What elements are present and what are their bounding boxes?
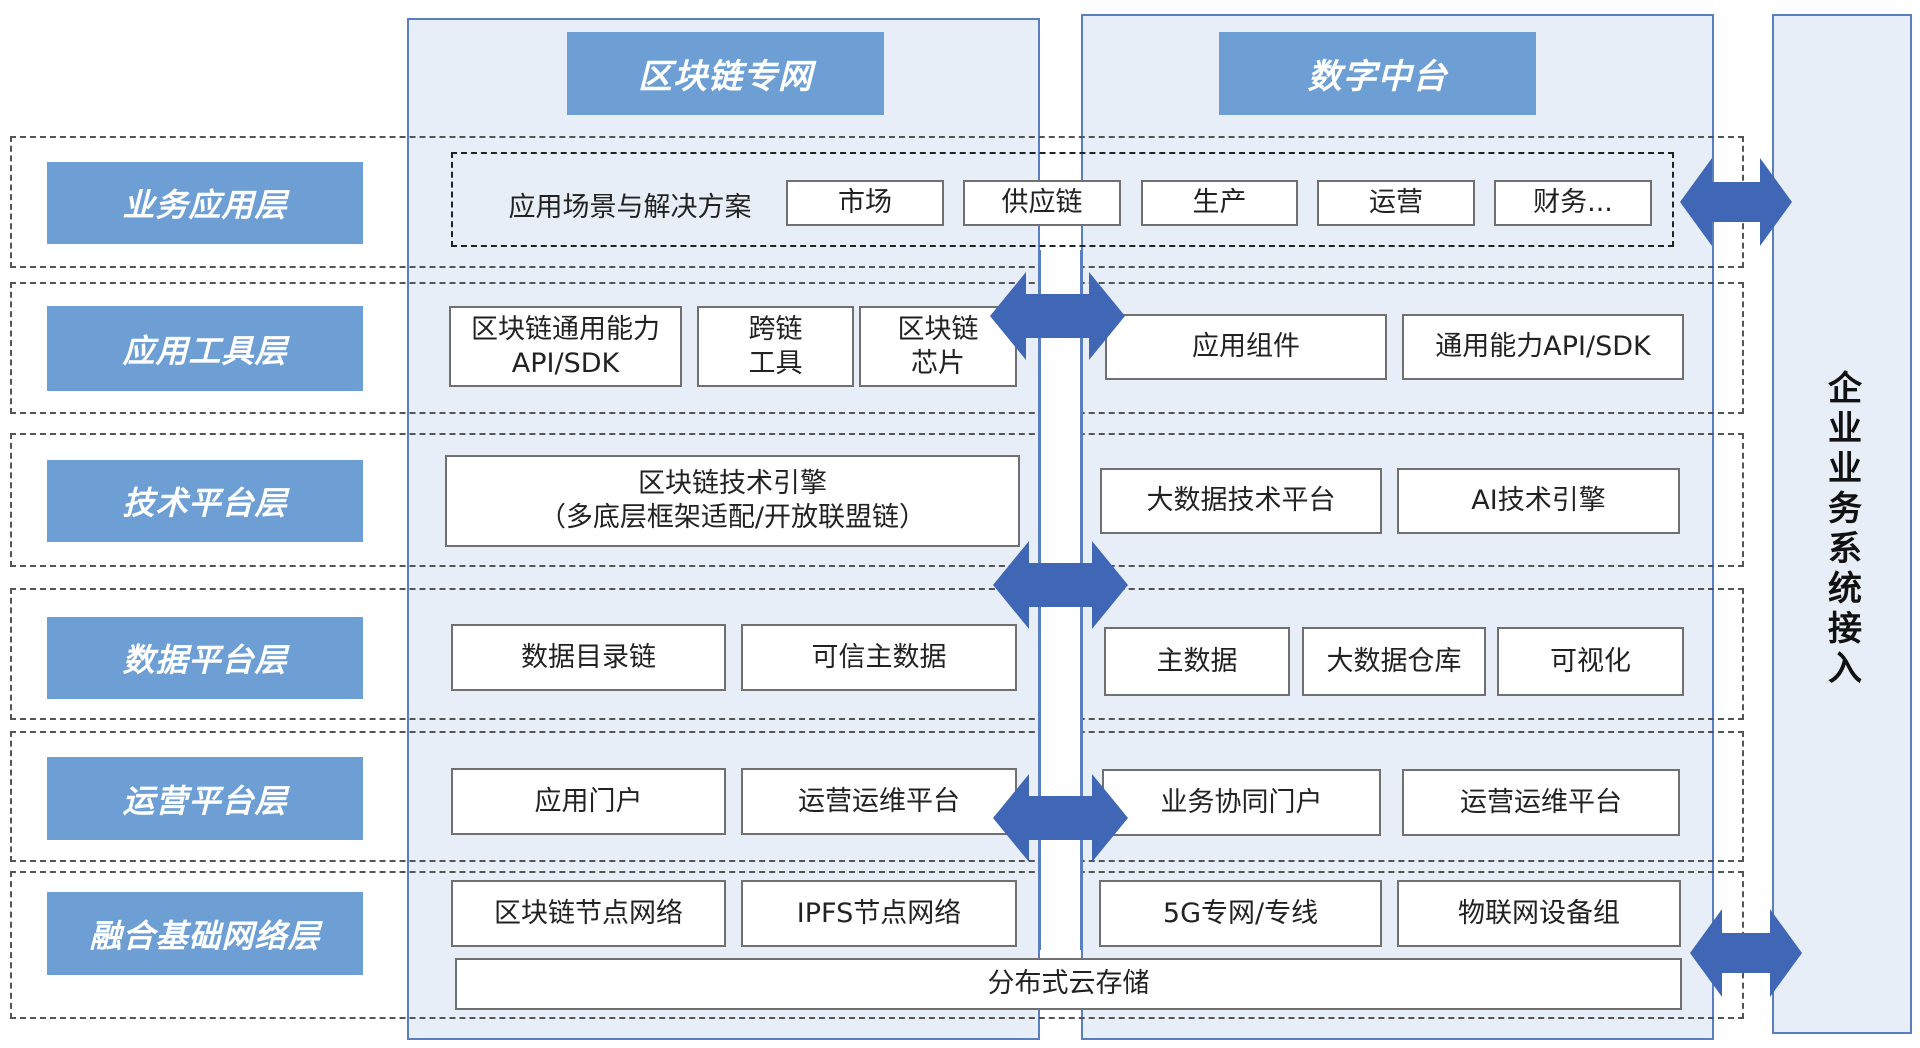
5g-private-network-box: 5G专网/专线: [1099, 880, 1382, 947]
double-arrow-ops: [993, 774, 1128, 862]
layer-row-tools: [10, 282, 1744, 414]
general-api-sdk-box: 通用能力API/SDK: [1402, 314, 1684, 380]
layer-row-data: [10, 588, 1744, 720]
layer-label-tools: 应用工具层: [47, 306, 363, 391]
double-arrow-enterprise-bottom: [1690, 909, 1802, 997]
blockchain-chip-box: 区块链 芯片: [859, 306, 1017, 387]
app-components-box: 应用组件: [1105, 314, 1387, 380]
layer-label-data: 数据平台层: [47, 617, 363, 699]
double-arrow-tools: [990, 272, 1125, 360]
blockchain-api-sdk-box: 区块链通用能力 API/SDK: [449, 306, 682, 387]
blockchain-tech-engine-box: 区块链技术引擎 （多底层框架适配/开放联盟链）: [445, 455, 1020, 547]
business-item-supply-chain: 供应链: [963, 180, 1121, 226]
layer-label-tech: 技术平台层: [47, 460, 363, 542]
layer-row-tech: [10, 433, 1744, 567]
big-data-tech-platform-box: 大数据技术平台: [1100, 468, 1382, 534]
ops-maintenance-platform-left-box: 运营运维平台: [741, 768, 1017, 835]
layer-label-ops: 运营平台层: [47, 757, 363, 840]
iot-device-group-box: 物联网设备组: [1397, 880, 1681, 947]
trusted-master-data-box: 可信主数据: [741, 624, 1017, 691]
business-item-market: 市场: [786, 180, 944, 226]
blockchain-node-network-box: 区块链节点网络: [451, 880, 726, 947]
scenario-solutions-title: 应用场景与解决方案: [508, 191, 752, 223]
distributed-cloud-storage-box: 分布式云存储: [455, 958, 1682, 1010]
double-arrow-tech-data: [993, 541, 1128, 629]
business-collab-portal-box: 业务协同门户: [1102, 769, 1381, 836]
master-data-box: 主数据: [1104, 627, 1290, 696]
ops-maintenance-platform-right-box: 运营运维平台: [1402, 769, 1680, 836]
business-item-operation: 运营: [1317, 180, 1475, 226]
app-portal-box: 应用门户: [451, 768, 726, 835]
business-item-finance: 财务...: [1494, 180, 1652, 226]
layer-label-network: 融合基础网络层: [47, 892, 363, 975]
enterprise-system-access-label: 企业业务系统接入: [1821, 370, 1862, 690]
cross-chain-tool-box: 跨链 工具: [697, 306, 854, 387]
digital-platform-header: 数字中台: [1219, 32, 1536, 115]
layer-label-business: 业务应用层: [47, 162, 363, 244]
double-arrow-enterprise-top: [1680, 158, 1792, 246]
ai-tech-engine-box: AI技术引擎: [1397, 468, 1680, 534]
big-data-warehouse-box: 大数据仓库: [1302, 627, 1486, 696]
data-catalog-chain-box: 数据目录链: [451, 624, 726, 691]
layer-row-ops: [10, 731, 1744, 862]
visualization-box: 可视化: [1497, 627, 1684, 696]
enterprise-column: [1772, 14, 1912, 1034]
business-item-production: 生产: [1141, 180, 1298, 226]
scenario-solutions-group: [451, 152, 1674, 247]
ipfs-node-network-box: IPFS节点网络: [741, 880, 1017, 947]
blockchain-header: 区块链专网: [567, 32, 884, 115]
